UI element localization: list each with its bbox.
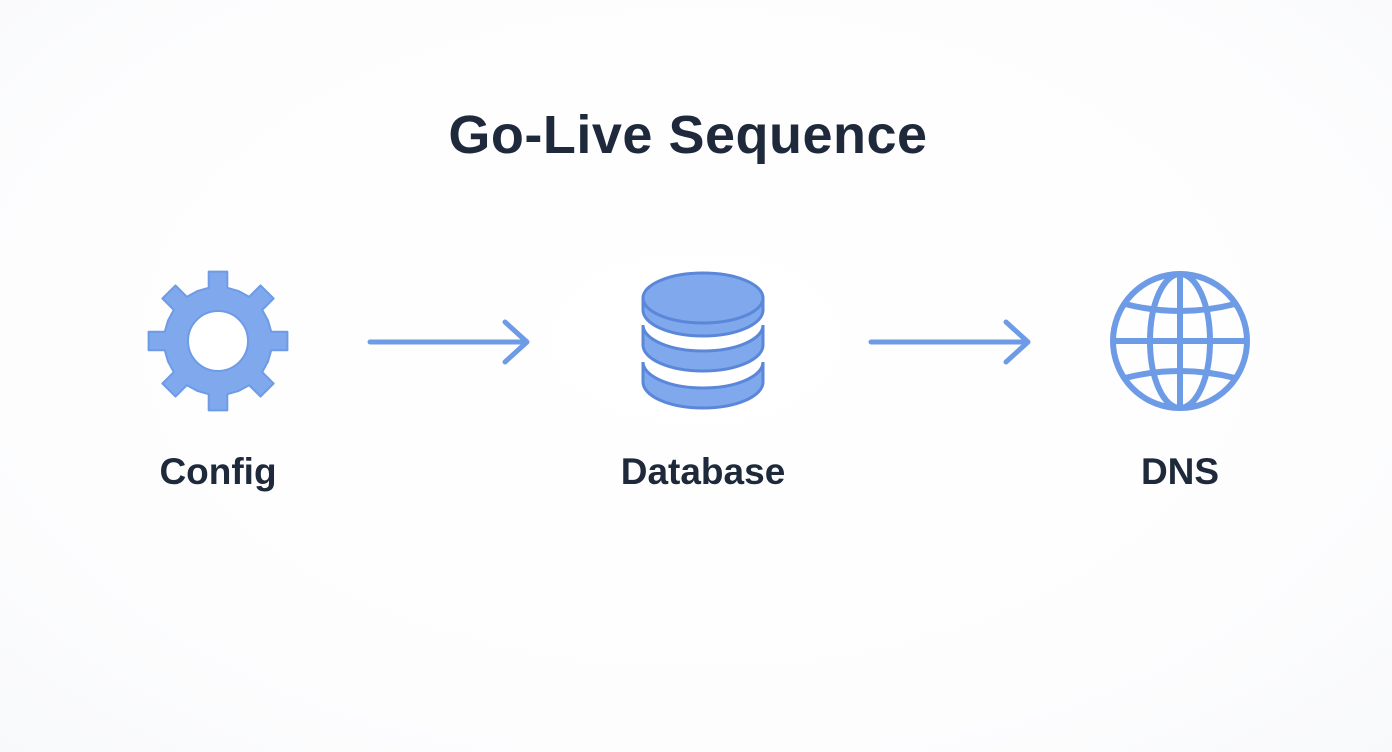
gear-icon	[88, 252, 348, 422]
database-icon	[573, 252, 833, 422]
arrow-right-icon	[866, 312, 1036, 372]
globe-icon	[1050, 252, 1310, 422]
page-title: Go-Live Sequence	[448, 105, 928, 165]
step-label: DNS	[1140, 451, 1220, 492]
step-config: Config	[88, 252, 348, 532]
step-label: Database	[620, 451, 786, 492]
step-database: Database	[573, 252, 833, 532]
arrow-right-icon	[365, 312, 535, 372]
step-dns: DNS	[1050, 252, 1310, 532]
step-label: Config	[159, 451, 277, 492]
